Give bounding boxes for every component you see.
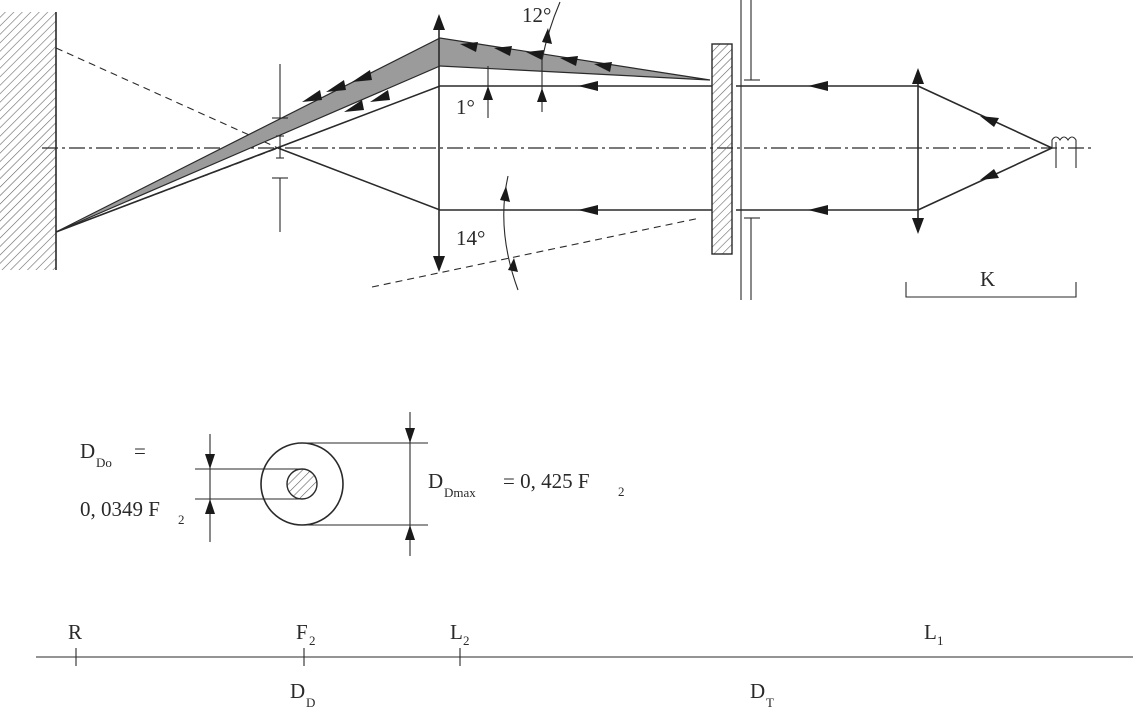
shaded-ray-bundle <box>55 37 711 233</box>
svg-text:D: D <box>80 439 95 463</box>
scale-label-dt: D T <box>750 679 774 708</box>
svg-text:2: 2 <box>178 512 185 527</box>
k-label: K <box>980 267 995 291</box>
spot-detail <box>195 412 428 556</box>
filament-icon <box>1051 136 1077 168</box>
svg-text:D: D <box>290 679 305 703</box>
angle-1-label: 1° <box>456 95 475 119</box>
angle-12-label: 12° <box>522 3 551 27</box>
scale-label-l2: L 2 <box>450 620 470 648</box>
lens-l2 <box>433 14 445 272</box>
scale-label-l1: L 1 <box>924 620 944 648</box>
svg-text:D: D <box>428 469 443 493</box>
d-dmax-label: D Dmax = 0, 425 F 2 <box>428 469 625 500</box>
svg-text:F: F <box>296 620 308 644</box>
k-bracket <box>905 282 1077 298</box>
angle-14-label: 14° <box>456 226 485 250</box>
aperture-f2 <box>272 64 288 232</box>
svg-text:L: L <box>450 620 463 644</box>
reflector-wall <box>0 12 57 270</box>
svg-text:1: 1 <box>937 633 944 648</box>
svg-text:2: 2 <box>309 633 316 648</box>
scale-label-dd: D D <box>290 679 315 708</box>
position-scale: R F 2 L 2 L 1 D D D T <box>36 620 1133 708</box>
svg-text:2: 2 <box>463 633 470 648</box>
ray-arrows <box>302 42 999 215</box>
filter-plate <box>711 43 733 255</box>
svg-text:T: T <box>766 695 774 708</box>
plate-stops <box>740 0 760 300</box>
svg-text:D: D <box>306 695 315 708</box>
svg-text:2: 2 <box>618 484 625 499</box>
svg-text:L: L <box>924 620 937 644</box>
scale-label-r: R <box>68 620 82 644</box>
scale-label-f2: F 2 <box>296 620 316 648</box>
svg-text:Do: Do <box>96 455 112 470</box>
svg-text:Dmax: Dmax <box>444 485 476 500</box>
svg-text:D: D <box>750 679 765 703</box>
d-do-label: D Do = 0, 0349 F 2 <box>80 439 185 527</box>
svg-text:= 0, 425 F: = 0, 425 F <box>503 469 590 493</box>
svg-text:0, 0349 F: 0, 0349 F <box>80 497 160 521</box>
svg-text:R: R <box>68 620 82 644</box>
lens-l1 <box>912 68 924 234</box>
angle-markers <box>483 1 561 291</box>
svg-text:=: = <box>134 439 146 463</box>
